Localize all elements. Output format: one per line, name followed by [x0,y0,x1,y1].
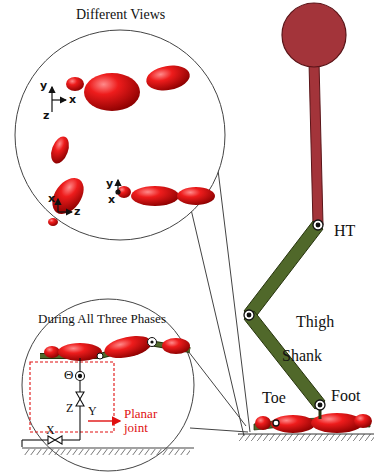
axis-label: y [106,178,113,190]
axis-label: x [69,94,76,106]
axis-label: x [108,194,115,206]
phase-foot-model [40,332,190,362]
dof-label: Θ [64,368,73,382]
trunk-and-head [282,3,346,225]
planar-joint-symbol [22,358,194,455]
dof-label: X [46,424,55,437]
segment-name: Foot [331,387,360,405]
axis-label: z [43,110,49,122]
segment-name: Toe [262,389,286,407]
callout-bubbles [15,30,250,471]
phase-title: During All Three Phases [38,312,166,326]
joint-name: Planar joint [124,407,168,436]
segment-name: HT [334,222,355,240]
segment-name: Shank [282,347,322,365]
axis-triads [52,87,120,212]
view-title: Different Views [76,7,165,22]
dof-label: Y [88,405,97,418]
axis-label: z [74,206,80,218]
axis-label: y [40,80,47,92]
foot-model [238,405,374,441]
axis-label: x [48,193,55,205]
segment-name: Thigh [296,313,334,331]
dof-label: Z [66,402,73,415]
ellipsoid-views [46,62,215,226]
